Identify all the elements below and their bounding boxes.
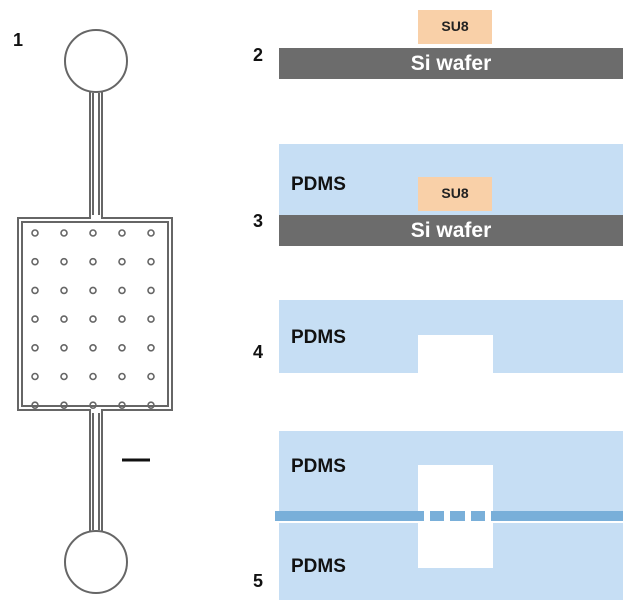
pillar	[147, 229, 155, 237]
pillar	[60, 372, 68, 381]
pdms-label-step5-bottom: PDMS	[291, 556, 346, 577]
pillar	[31, 286, 39, 295]
membrane-pore	[465, 511, 471, 521]
pillar	[118, 257, 126, 266]
pillar	[60, 286, 68, 295]
pillar	[118, 229, 126, 237]
pillar	[60, 401, 68, 410]
pillar	[147, 343, 155, 352]
membrane-right	[493, 511, 623, 521]
pillar	[31, 229, 39, 237]
pillar	[147, 286, 155, 295]
pillar	[89, 372, 97, 381]
pillar	[89, 229, 97, 237]
membrane-pore	[424, 511, 430, 521]
pillar	[89, 315, 97, 323]
pillar-array	[31, 229, 155, 410]
membrane-porous-section	[418, 511, 493, 521]
step-5-label: 5	[253, 571, 264, 591]
membrane-left	[275, 511, 418, 521]
si-wafer-step2: Si wafer	[279, 48, 623, 79]
pillar	[147, 372, 155, 381]
pdms-label-step5-top: PDMS	[291, 456, 346, 477]
su8-layer-step2: SU8	[418, 10, 492, 44]
si-wafer-step3: Si wafer	[279, 215, 623, 246]
pillar	[60, 257, 68, 266]
pillar	[147, 401, 155, 410]
channel-cavity-step4	[418, 335, 493, 373]
step-4-label: 4	[253, 342, 264, 362]
pillar	[31, 315, 39, 323]
chip-outline	[17, 29, 173, 594]
step-3-label: 3	[253, 211, 264, 231]
pillar	[31, 257, 39, 266]
membrane-pore	[485, 511, 491, 521]
step-1-label: 1	[13, 30, 24, 50]
pillar	[118, 286, 126, 295]
pillar	[118, 372, 126, 381]
pillar	[118, 343, 126, 352]
pdms-label-step3: PDMS	[291, 174, 346, 195]
pillar	[60, 343, 68, 352]
pillar	[31, 401, 39, 410]
step-2-label: 2	[253, 45, 264, 65]
pillar	[31, 372, 39, 381]
pillar	[89, 286, 97, 295]
pillar	[31, 343, 39, 352]
pillar	[89, 343, 97, 352]
pillar	[118, 315, 126, 323]
pdms-label-step4: PDMS	[291, 327, 346, 348]
pillar	[89, 401, 97, 410]
pillar	[60, 315, 68, 323]
pillar	[147, 257, 155, 266]
membrane-pore	[444, 511, 450, 521]
pillar	[89, 257, 97, 266]
pillar	[147, 315, 155, 323]
su8-layer-step3: SU8	[418, 177, 492, 211]
pillar	[118, 401, 126, 410]
pillar	[60, 229, 68, 237]
